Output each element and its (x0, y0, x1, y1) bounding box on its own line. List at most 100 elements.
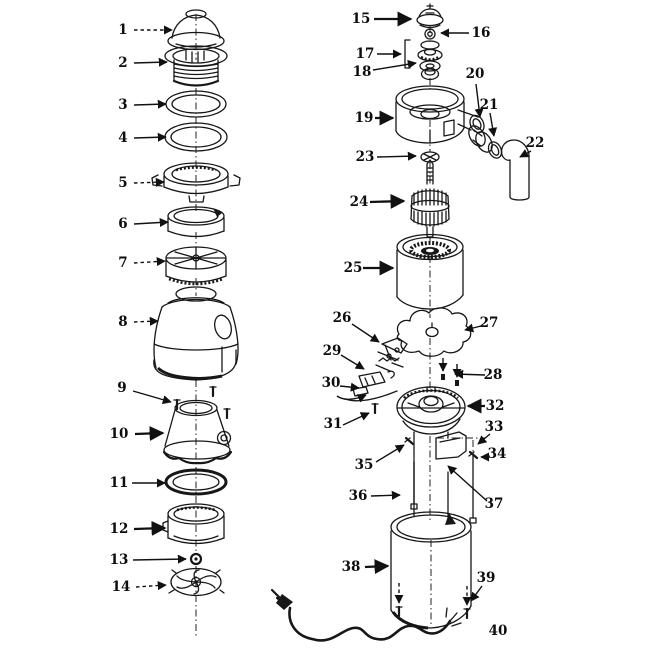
part-27-motor-gasket (396, 307, 472, 357)
callout-22-arrow (519, 149, 532, 158)
part-21-hose-clamp (487, 141, 503, 159)
callout-34: 34 (480, 446, 506, 462)
callout-31: 31 (324, 412, 370, 432)
callout-40-label: 40 (489, 623, 508, 639)
callout-28: 28 (454, 367, 502, 383)
callout-10-label: 10 (110, 426, 129, 442)
callout-4-arrow (133, 132, 167, 142)
part-7-splash-guard (165, 246, 227, 286)
callout-10-arrow (134, 426, 165, 441)
callout-30: 30 (322, 375, 367, 403)
part-15-bearing-cap (416, 3, 444, 29)
callout-19-label: 19 (355, 110, 374, 126)
callout-26-label: 26 (333, 310, 352, 326)
callout-4-label: 4 (118, 130, 127, 146)
callout-3-arrow (133, 99, 167, 109)
part-38-lower-shell (390, 511, 472, 630)
part-8-hopper-dome (153, 286, 239, 381)
callout-1-label: 1 (118, 22, 127, 38)
part-24-motor-rotor (410, 159, 450, 239)
callout-15-label: 15 (352, 11, 371, 27)
callout-3: 3 (118, 97, 167, 113)
callout-22-label: 22 (526, 135, 545, 151)
part-31-switch-screw (371, 402, 379, 415)
callout-8-arrow (133, 316, 159, 326)
callout-18-arrow (372, 59, 417, 71)
callout-27: 27 (464, 315, 499, 333)
callout-37: 37 (447, 465, 504, 512)
callout-40: 40 (489, 623, 508, 639)
part-19-grind-chamber (395, 85, 485, 144)
callout-27-arrow (464, 323, 482, 333)
callout-37-label: 37 (485, 496, 504, 512)
callout-29-label: 29 (323, 343, 342, 359)
part-16-retainer-ring (424, 28, 436, 40)
part-35-housing-screw (404, 436, 415, 446)
callout-38-arrow (364, 559, 390, 575)
callout-6-arrow (133, 217, 169, 228)
part-37-through-bolt-right (469, 440, 477, 524)
callout-11: 11 (110, 475, 166, 491)
callout-6-label: 6 (118, 216, 127, 232)
callout-35-arrow (375, 444, 405, 463)
callout-36: 36 (349, 488, 401, 504)
callout-20-label: 20 (466, 66, 485, 82)
callout-33-label: 33 (485, 419, 504, 435)
callout-14-arrow (135, 581, 167, 591)
callout-9-arrow (132, 390, 172, 405)
part-25-motor-stator (396, 233, 464, 310)
callout-14-label: 14 (112, 579, 131, 595)
callout-23: 23 (356, 149, 417, 165)
part-26-switch-mechanism (375, 337, 408, 372)
callout-12: 12 (110, 520, 167, 537)
callout-32: 32 (466, 398, 504, 414)
part-17-seal-assembly (404, 39, 443, 72)
callout-13: 13 (110, 552, 187, 568)
callout-29: 29 (323, 343, 365, 370)
callout-18: 18 (353, 59, 417, 80)
callout-31-label: 31 (324, 416, 343, 432)
callout-7-arrow (133, 256, 166, 267)
callout-36-label: 36 (349, 488, 368, 504)
callout-17-label: 17 (356, 46, 375, 62)
callout-6: 6 (118, 216, 169, 232)
part-29-30-switch-parts (344, 370, 398, 402)
callout-39: 39 (470, 570, 496, 602)
callout-13-arrow (132, 554, 187, 564)
part-10-support-flange (162, 399, 233, 465)
part-18-slinger (420, 67, 440, 81)
callout-39-label: 39 (477, 570, 496, 586)
part-2-sink-flange (164, 45, 228, 87)
callout-23-label: 23 (356, 149, 375, 165)
callout-37-arrow (447, 465, 488, 502)
callouts: 1 2 3 4 5 6 7 8 9 10 11 12 13 14 15 16 1… (110, 11, 545, 639)
callout-7-label: 7 (118, 255, 127, 271)
callout-2-label: 2 (118, 55, 127, 71)
callout-1: 1 (118, 22, 173, 38)
callout-16-label: 16 (472, 25, 491, 41)
callout-35-label: 35 (355, 457, 374, 473)
part-39-shell-screws (394, 583, 472, 620)
callout-8: 8 (118, 314, 159, 330)
callout-18-label: 18 (353, 64, 372, 80)
callout-25: 25 (344, 260, 395, 276)
callout-4: 4 (118, 130, 167, 146)
callout-33: 33 (477, 419, 504, 445)
callout-29-arrow (340, 354, 365, 370)
callout-2-arrow (133, 57, 168, 67)
part-32-end-bell (396, 386, 466, 517)
callout-38: 38 (342, 559, 390, 575)
callout-24-arrow (369, 193, 406, 209)
callout-27-label: 27 (480, 315, 499, 331)
callout-24-label: 24 (350, 194, 369, 210)
callout-35: 35 (355, 444, 405, 473)
callout-30-label: 30 (322, 375, 341, 391)
callout-5-arrow (133, 177, 165, 187)
callout-30-arrow-2 (336, 394, 367, 403)
callout-39-arrow (470, 585, 483, 602)
callout-14: 14 (112, 579, 167, 595)
callout-28-arrow (454, 369, 486, 379)
callout-33-arrow (477, 433, 491, 445)
callout-5-label: 5 (118, 175, 127, 191)
